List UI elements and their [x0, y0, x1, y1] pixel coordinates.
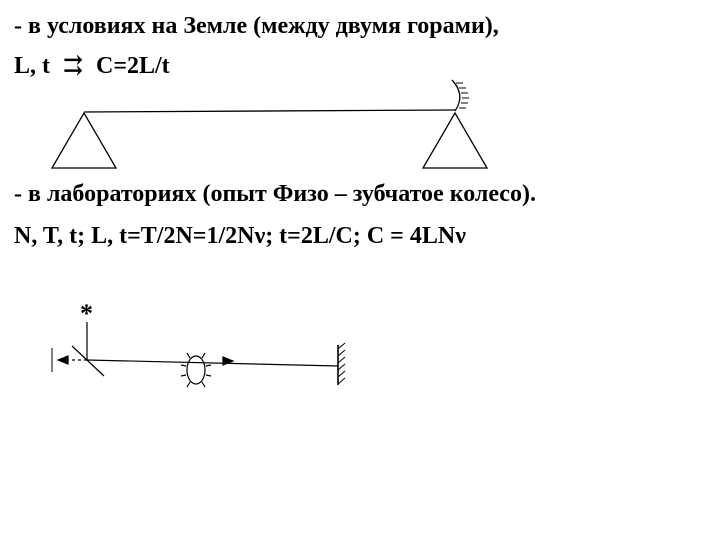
formula-earth: L, t ⇉ C=2L/t	[14, 52, 170, 80]
observer-arrow-icon	[56, 355, 69, 365]
toothed-wheel-icon	[180, 352, 212, 388]
beam-arrow-icon	[222, 356, 235, 366]
formula-variables: L, t	[14, 53, 50, 79]
formula-speed: C=2L/t	[96, 53, 170, 79]
beam-splitter	[71, 345, 105, 377]
formula-fizeau: N, T, t; L, t=T/2N=1/2Nν; t=2L/C; C = 4L…	[14, 223, 466, 249]
mirror-hatching	[456, 82, 469, 109]
right-mountain	[421, 111, 489, 169]
main-beam	[86, 359, 339, 367]
heading-earth-method: - в условиях на Земле (между двумя горам…	[14, 13, 499, 39]
light-source-star: *	[80, 299, 93, 328]
heading-lab-method: - в лабораториях (опыт Физо – зубчатое к…	[14, 181, 536, 207]
left-mountain	[50, 111, 118, 169]
mirror-icon	[451, 79, 461, 112]
double-arrow-icon: ⇉	[62, 53, 84, 79]
far-mirror-hatching	[337, 342, 346, 385]
light-beam	[83, 109, 456, 113]
